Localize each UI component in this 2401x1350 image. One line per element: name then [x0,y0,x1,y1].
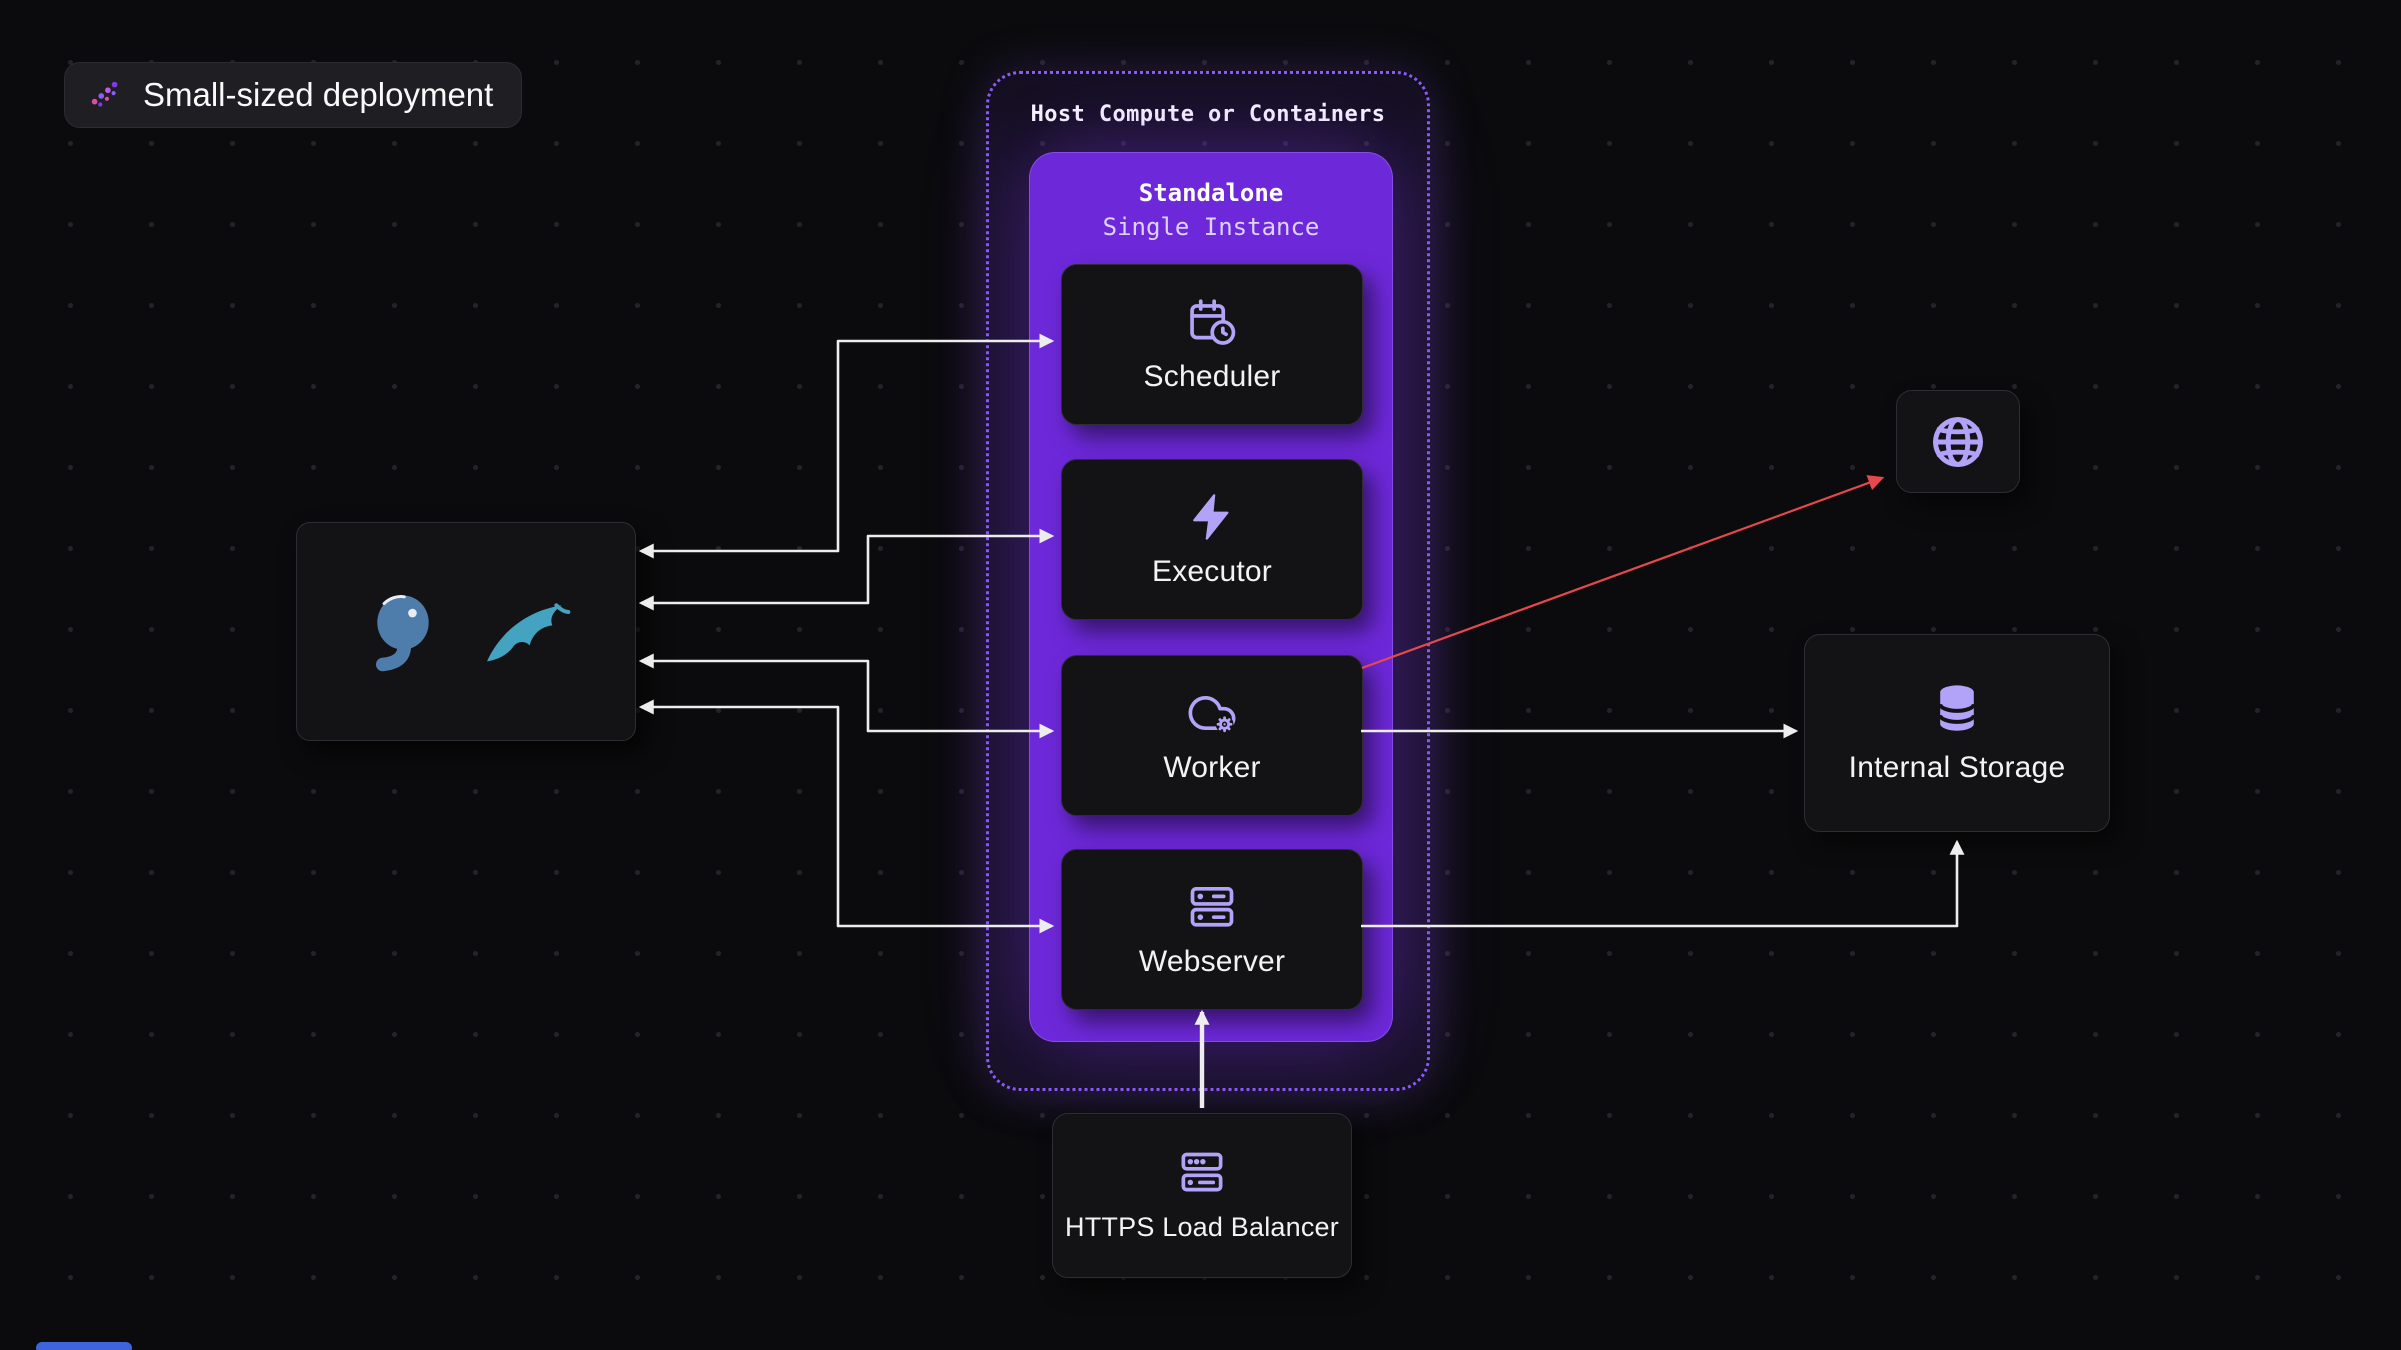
external-endpoint-node [1896,390,2020,493]
load-balancer-node: HTTPS Load Balancer [1052,1113,1352,1278]
standalone-group: Standalone Single Instance Scheduler [1029,152,1393,1042]
postgresql-elephant-icon [357,586,449,678]
standalone-title: Standalone [1138,179,1284,207]
calendar-clock-icon [1186,296,1238,348]
server-rack-icon [1176,1148,1228,1200]
deployment-dots-icon [87,76,125,114]
host-compute-container: Host Compute or Containers Standalone Si… [986,71,1430,1091]
cloud-gear-icon [1186,687,1238,739]
scheduler-label: Scheduler [1143,359,1281,393]
mysql-dolphin-icon [479,592,575,672]
load-balancer-label: HTTPS Load Balancer [1065,1212,1339,1242]
deployment-badge-label: Small-sized deployment [143,76,494,113]
executor-node: Executor [1061,459,1363,620]
edge-webserver-storage [1361,839,1965,928]
globe-icon [1927,411,1989,473]
server-stack-icon [1186,881,1238,933]
metadata-database-node [296,522,636,741]
deployment-badge: Small-sized deployment [64,62,523,128]
host-compute-title: Host Compute or Containers [1030,102,1386,127]
worker-node: Worker [1061,655,1363,816]
bottom-accent-bar [36,1342,132,1350]
internal-storage-label: Internal Storage [1848,751,2066,784]
worker-label: Worker [1163,750,1261,784]
webserver-label: Webserver [1138,944,1286,978]
executor-label: Executor [1152,554,1272,588]
standalone-subtitle: Single Instance [1102,213,1320,241]
database-icon [1929,681,1985,737]
webserver-node: Webserver [1061,849,1363,1010]
edge-worker-external [1361,475,1885,670]
internal-storage-node: Internal Storage [1804,634,2110,832]
lightning-bolt-icon [1186,491,1238,543]
scheduler-node: Scheduler [1061,264,1363,425]
